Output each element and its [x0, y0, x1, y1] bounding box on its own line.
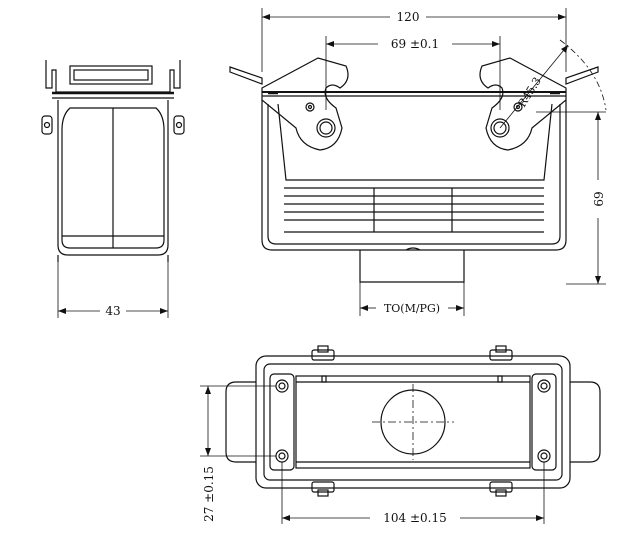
top-view — [200, 345, 601, 524]
cable-entry-dimension: TO(M/PG) — [384, 302, 440, 315]
pin-spacing-dimension: 69 ±0.1 — [391, 37, 439, 51]
side-width-dimension: 43 — [105, 304, 120, 318]
mount-depth-dimension: 27 ±0.15 — [202, 466, 216, 522]
mount-spacing-dimension: 104 ±0.15 — [383, 511, 447, 525]
front-view — [229, 8, 607, 316]
overall-width-dimension: 120 — [397, 10, 420, 24]
side-view — [41, 60, 185, 318]
height-dimension: 69 — [592, 191, 606, 206]
